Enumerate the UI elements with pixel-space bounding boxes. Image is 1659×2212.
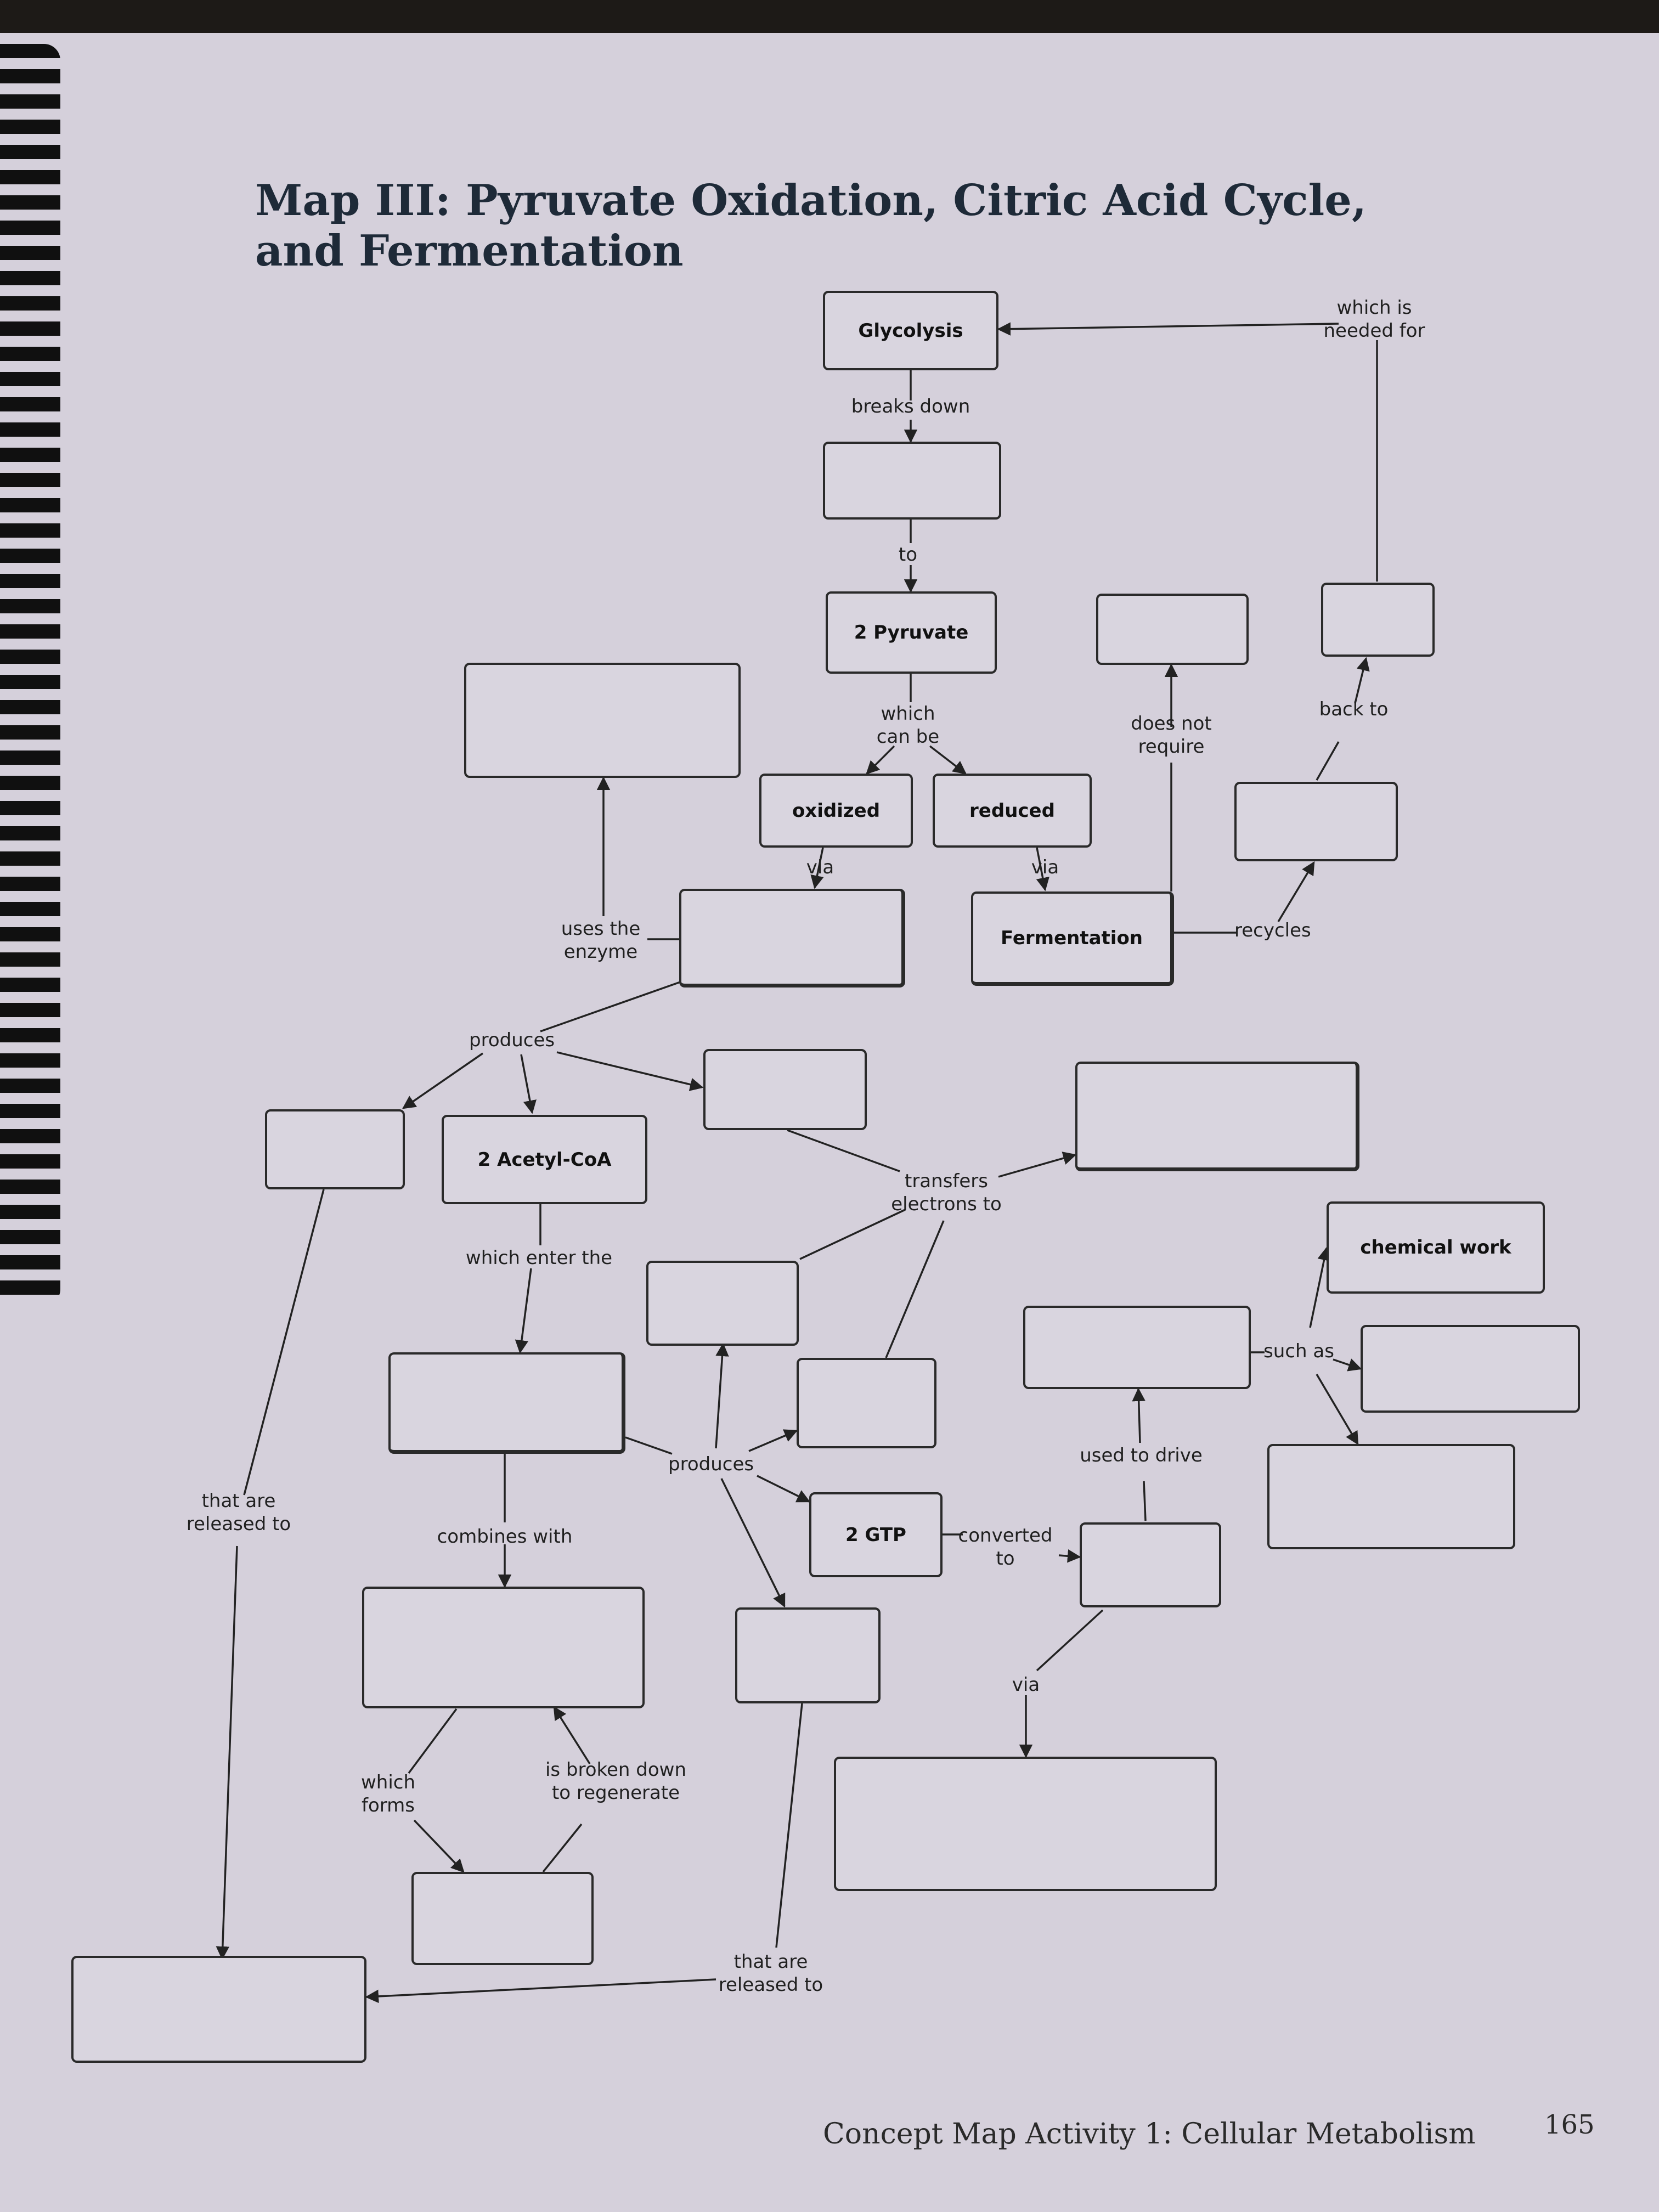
label-such-as: such as — [1263, 1340, 1334, 1362]
node-blank-combines[interactable] — [362, 1587, 645, 1708]
node-blank-not-required[interactable] — [1096, 594, 1249, 665]
label-used-to-drive: used to drive — [1080, 1444, 1203, 1466]
link-such-as-up — [1309, 1246, 1331, 1328]
link-produces-up — [715, 1342, 729, 1449]
label-via-2: via — [1031, 856, 1059, 878]
node-blank-electron-acceptor[interactable] — [1075, 1062, 1359, 1171]
link-produces-acetyl — [520, 1054, 537, 1114]
node-blank-enzyme[interactable] — [464, 663, 741, 778]
label-is-broken-down-to-regenerate: is broken down to regenerate — [545, 1759, 687, 1804]
link-ox-box-produces — [540, 981, 681, 1032]
page-number: 165 — [1544, 2109, 1595, 2140]
label-that-are-released-to-2: that are released to — [718, 1951, 823, 1996]
link-released-bottom — [216, 1545, 238, 1960]
node-blank-needed-for[interactable] — [1321, 583, 1435, 657]
link-left-box-transfers — [799, 1209, 906, 1260]
node-chemical-work: chemical work — [1327, 1201, 1545, 1294]
node-blank-recycles[interactable] — [1234, 782, 1398, 861]
link-box-which-forms — [408, 1708, 458, 1774]
label-which-is-needed-for: which is needed for — [1323, 297, 1425, 342]
link-box-used-to-drive — [1143, 1481, 1147, 1521]
label-which-forms: which forms — [360, 1771, 416, 1816]
link-which-reduced — [929, 745, 967, 775]
label-transfers-electrons-to: transfers electrons to — [891, 1170, 1002, 1215]
link-box-via — [1036, 1609, 1104, 1672]
node-blank-such-as-3[interactable] — [1267, 1444, 1515, 1549]
link-left-box-released — [243, 1189, 325, 1496]
node-blank-produces-right[interactable] — [703, 1049, 867, 1130]
link-box-broken — [542, 1823, 583, 1873]
link-produces-gtp — [757, 1475, 811, 1503]
link-used-to-drive-box — [1132, 1387, 1146, 1443]
link-back-to-box — [1354, 657, 1370, 704]
spiral-binding — [0, 44, 60, 1306]
label-via-1: via — [806, 856, 834, 878]
node-fermentation: Fermentation — [971, 891, 1174, 986]
node-blank-via[interactable] — [834, 1757, 1217, 1891]
node-blank-forms[interactable] — [411, 1872, 594, 1965]
link-produces-box — [748, 1429, 798, 1452]
label-to: to — [898, 544, 918, 566]
link-such-as-mid — [1333, 1358, 1362, 1372]
link-reduced-via — [1036, 847, 1049, 891]
label-converted-to: converted to — [958, 1525, 1053, 1570]
node-pyruvate: 2 Pyruvate — [826, 591, 997, 674]
link-box-released-2 — [775, 1703, 803, 1948]
node-glycolysis: Glycolysis — [823, 291, 998, 370]
link-released-2-bottom — [365, 1978, 716, 2004]
node-blank-work[interactable] — [1023, 1306, 1251, 1389]
link-recycles-box — [1277, 861, 1315, 922]
node-acetyl-coa: 2 Acetyl-CoA — [442, 1115, 647, 1204]
link-such-as-down — [1316, 1374, 1359, 1446]
label-that-are-released-to-1: that are released to — [186, 1490, 291, 1535]
link-transfers-etc — [998, 1152, 1077, 1178]
link-which-forms-box — [413, 1819, 465, 1873]
label-produces-1: produces — [469, 1029, 555, 1051]
node-blank-cycle-product-a[interactable] — [646, 1261, 799, 1346]
link-broken-box — [553, 1706, 591, 1764]
page-title: Map III: Pyruvate Oxidation, Citric Acid… — [255, 176, 1367, 276]
node-blank-such-as-2[interactable] — [1361, 1325, 1580, 1413]
node-blank-produces-left[interactable] — [265, 1109, 405, 1189]
node-blank-cycle[interactable] — [388, 1352, 625, 1454]
node-blank-oxidized-via[interactable] — [679, 889, 905, 988]
link-which-enter-cycle — [515, 1268, 532, 1354]
link-produces-left — [402, 1052, 483, 1109]
node-blank-converted[interactable] — [1080, 1522, 1221, 1607]
node-blank-cycle-product-b[interactable] — [797, 1358, 936, 1448]
link-right-box-transfers — [885, 1220, 945, 1358]
link-box-transfers — [787, 1129, 900, 1172]
label-which-can-be: which can be — [876, 703, 940, 748]
link-converted-box — [1058, 1549, 1081, 1563]
node-blank-cycle-product-c[interactable] — [735, 1607, 881, 1703]
label-via-3: via — [1012, 1674, 1040, 1696]
link-cycle-produces — [625, 1436, 673, 1455]
node-gtp: 2 GTP — [809, 1492, 943, 1577]
node-blank-released[interactable] — [71, 1956, 366, 2063]
link-box-back-to — [1316, 741, 1340, 781]
node-reduced: reduced — [933, 774, 1092, 848]
label-uses-the-enzyme: uses the enzyme — [561, 918, 641, 963]
label-breaks-down: breaks down — [851, 396, 970, 417]
label-produces-2: produces — [668, 1453, 754, 1475]
footer-text: Concept Map Activity 1: Cellular Metabol… — [823, 2118, 1476, 2151]
link-produces-down — [720, 1478, 786, 1608]
label-recycles: recycles — [1234, 919, 1311, 941]
label-combines-with: combines with — [437, 1526, 573, 1548]
link-produces-right — [556, 1051, 704, 1091]
link-needed-for-glycolysis — [997, 322, 1339, 336]
link-oxidized-via — [810, 847, 824, 889]
node-oxidized: oxidized — [759, 774, 913, 848]
label-which-enter-the: which enter the — [465, 1247, 613, 1269]
node-blank-broken-down[interactable] — [823, 442, 1001, 520]
label-does-not-require: does not require — [1131, 713, 1212, 758]
label-back-to: back to — [1319, 698, 1389, 720]
link-which-oxidized — [866, 745, 895, 775]
